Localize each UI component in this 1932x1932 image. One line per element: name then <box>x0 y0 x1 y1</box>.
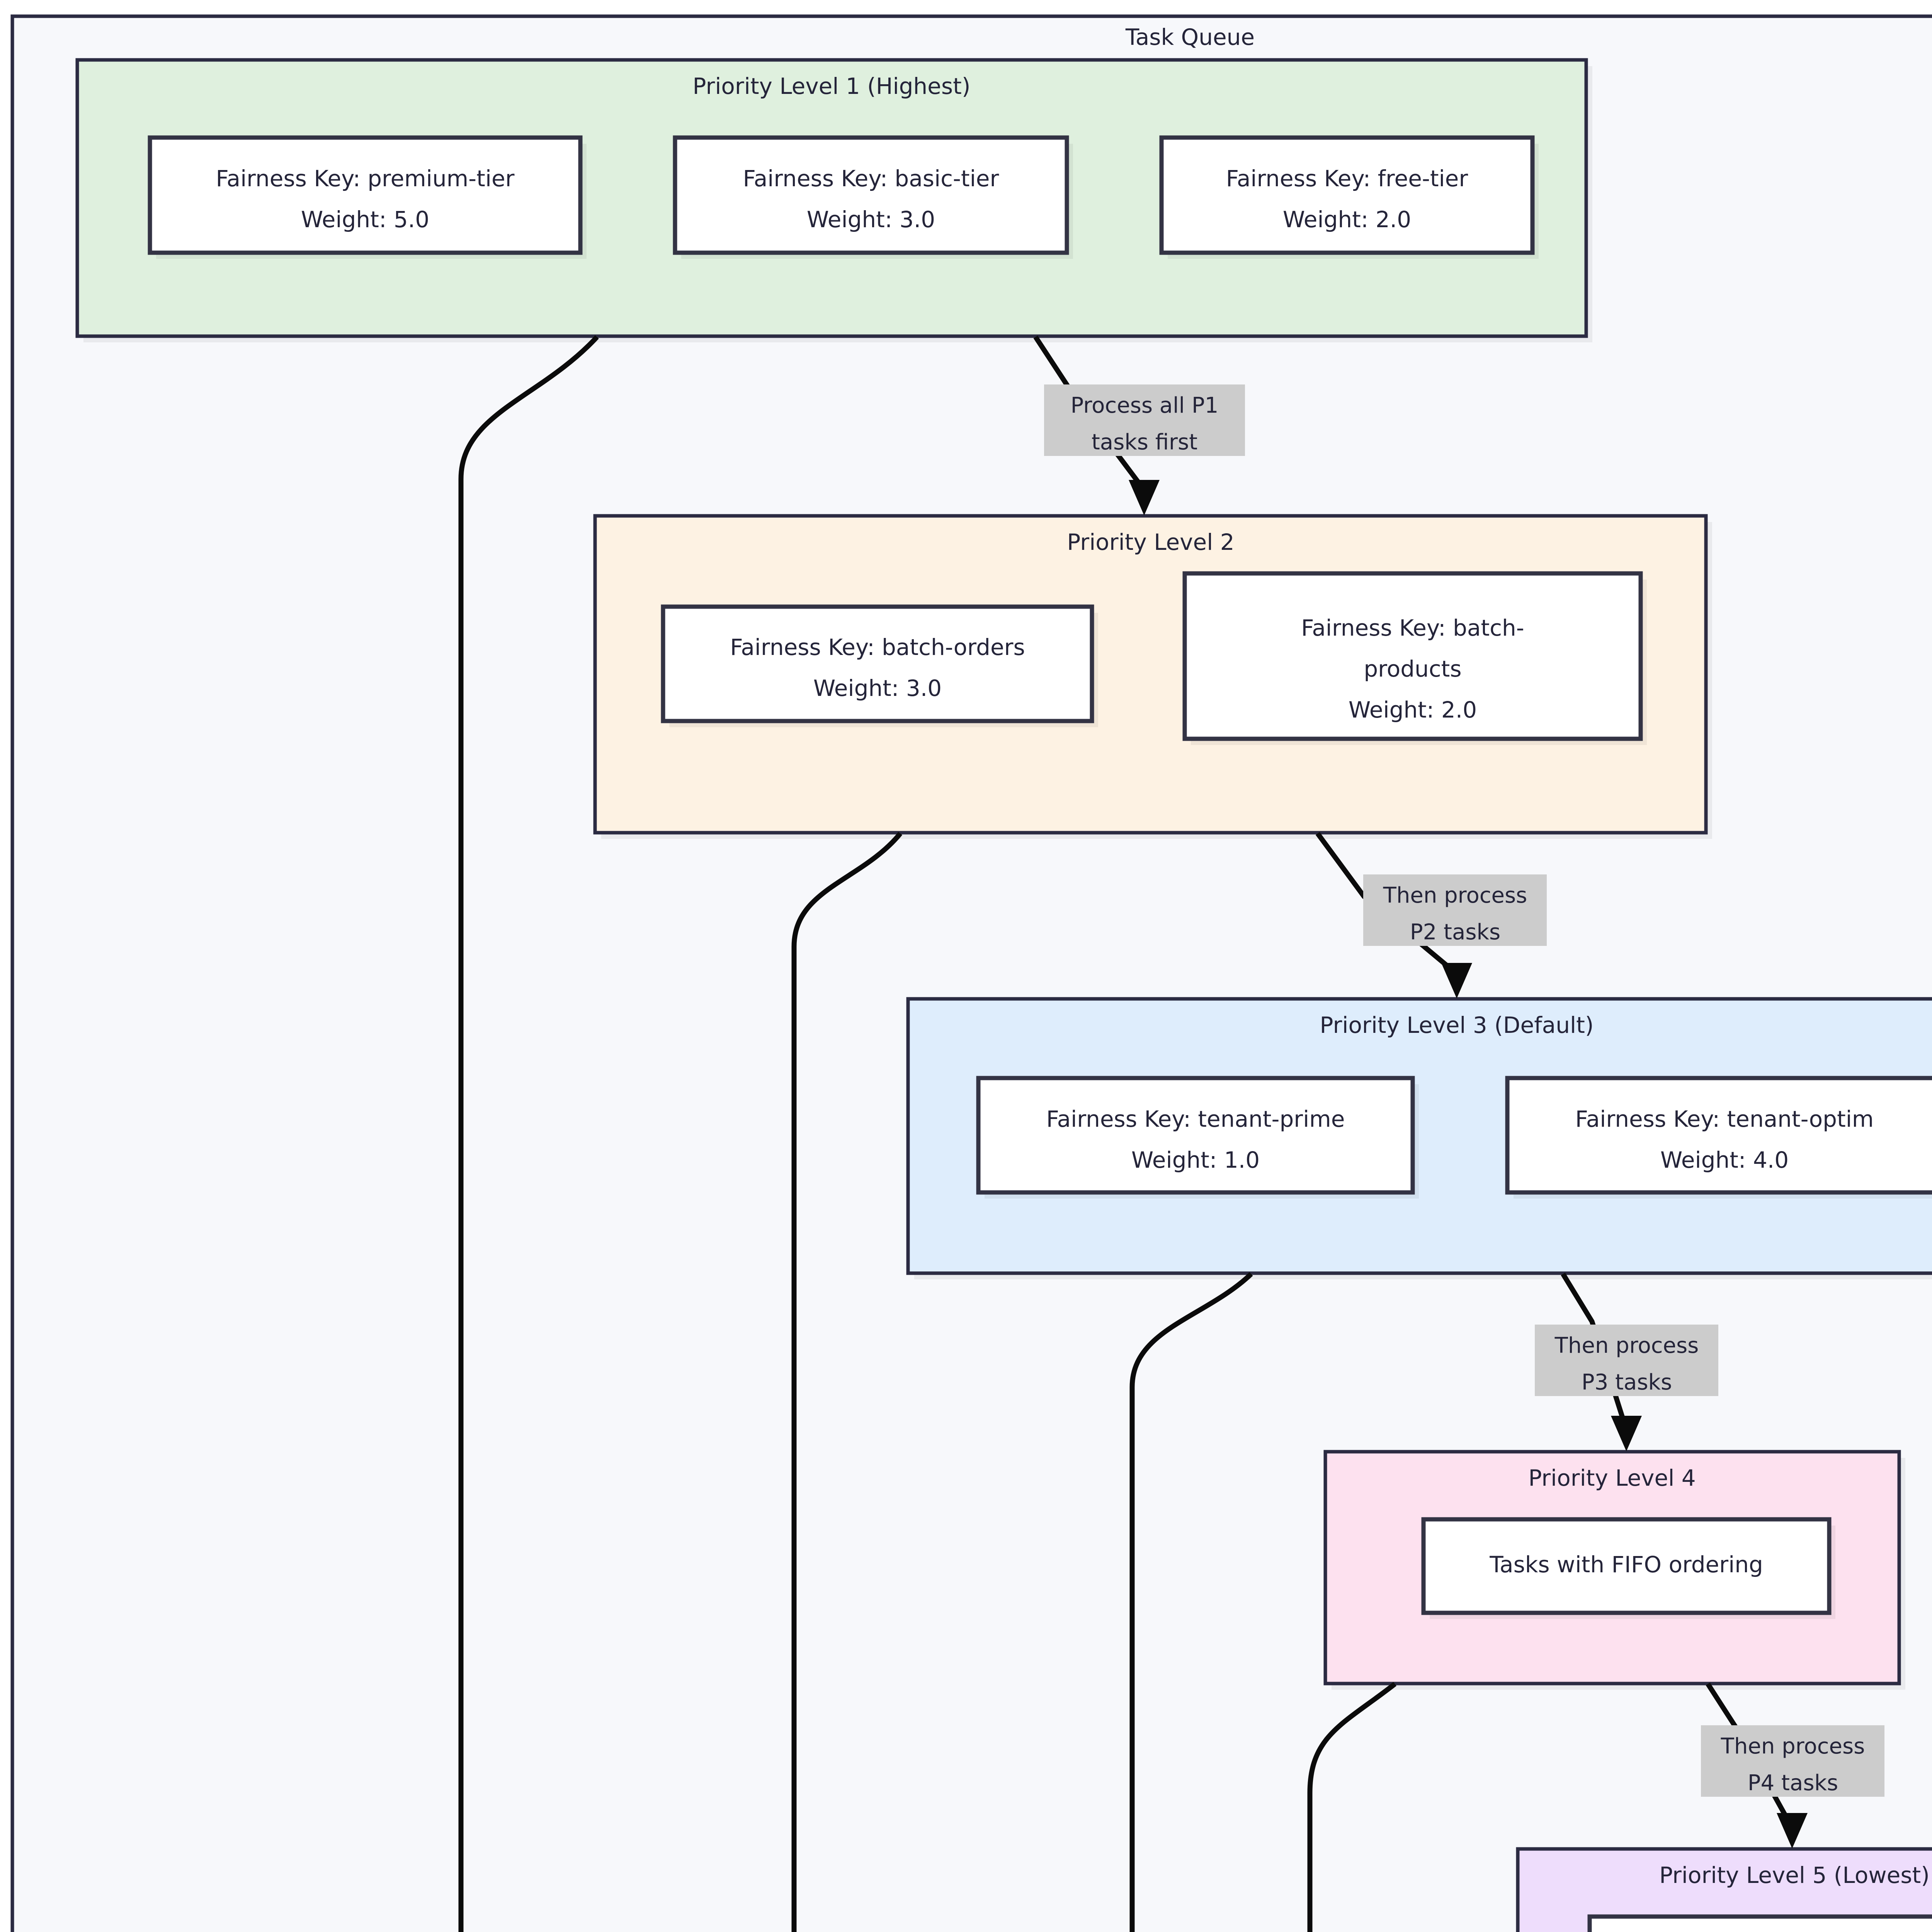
node-rect <box>673 135 1069 255</box>
node-rect <box>1159 135 1535 255</box>
edge-label-line-1: Process all P1 <box>1071 393 1219 418</box>
priority-level-3-label: Priority Level 3 (Default) <box>1320 1012 1594 1038</box>
node-line-3: Weight: 2.0 <box>1349 697 1477 723</box>
edge-p1-to-workers <box>458 335 599 1932</box>
edge-label-p3-p4: Then process P3 tasks <box>1535 1325 1718 1396</box>
cluster-priority-level-4: Priority Level 4 Tasks with FIFO orderin… <box>1323 1450 1905 1690</box>
node-line-2: Weight: 4.0 <box>1660 1147 1789 1173</box>
node-line-2: Weight: 3.0 <box>813 675 942 701</box>
task-queue-label: Task Queue <box>1125 24 1255 50</box>
node-line-2: Weight: 5.0 <box>301 206 429 233</box>
node-rect <box>661 604 1094 723</box>
node-p3-tenant-optim[interactable]: Fairness Key: tenant-optim Weight: 4.0 <box>1505 1076 1932 1199</box>
node-p1-premium-tier[interactable]: Fairness Key: premium-tier Weight: 5.0 <box>148 135 587 259</box>
node-p2-batch-orders[interactable]: Fairness Key: batch-orders Weight: 3.0 <box>661 604 1098 727</box>
node-line-2: Weight: 2.0 <box>1283 206 1411 233</box>
edge-p3-to-workers <box>1129 1272 1253 1932</box>
edge-p2-to-workers <box>791 832 903 1932</box>
node-p4-fifo[interactable]: Tasks with FIFO ordering <box>1421 1517 1835 1619</box>
edge-label-line-1: Then process <box>1721 1734 1865 1759</box>
edge-label-line-2: tasks first <box>1092 430 1197 455</box>
node-rect <box>1505 1076 1932 1195</box>
node-line-1: Tasks with FIFO ordering <box>1489 1551 1763 1578</box>
cluster-priority-level-2: Priority Level 2 Fairness Key: batch-ord… <box>593 514 1712 839</box>
node-rect <box>976 1076 1415 1195</box>
node-rect <box>1421 1517 1832 1615</box>
node-rect <box>148 135 583 255</box>
edge-label-p1-p2: Process all P1 tasks first <box>1044 384 1245 456</box>
node-line-2: products <box>1364 656 1461 682</box>
node-p1-basic-tier[interactable]: Fairness Key: basic-tier Weight: 3.0 <box>673 135 1073 259</box>
edge-label-line-1: Then process <box>1383 883 1527 908</box>
priority-level-4-label: Priority Level 4 <box>1528 1465 1696 1491</box>
edge-label-line-2: P3 tasks <box>1582 1370 1672 1395</box>
priority-level-5-label: Priority Level 5 (Lowest) <box>1659 1862 1930 1888</box>
node-p2-batch-products[interactable]: Fairness Key: batch- products Weight: 2.… <box>1182 571 1647 745</box>
cluster-priority-level-1: Priority Level 1 (Highest) Fairness Key:… <box>75 58 1592 342</box>
priority-level-2-label: Priority Level 2 <box>1067 529 1234 555</box>
edge-label-line-1: Then process <box>1554 1333 1699 1358</box>
edge-label-p4-p5: Then process P4 tasks <box>1701 1725 1884 1797</box>
cluster-priority-level-3: Priority Level 3 (Default) Fairness Key:… <box>906 997 1932 1279</box>
node-line-1: Fairness Key: batch-orders <box>730 634 1025 660</box>
node-p1-free-tier[interactable]: Fairness Key: free-tier Weight: 2.0 <box>1159 135 1539 259</box>
edge-label-line-2: P2 tasks <box>1410 920 1500 945</box>
node-line-1: Fairness Key: premium-tier <box>216 165 514 192</box>
node-line-2: Weight: 1.0 <box>1131 1147 1260 1173</box>
edge-p4-to-workers <box>1307 1682 1397 1932</box>
priority-level-1-label: Priority Level 1 (Highest) <box>693 73 971 99</box>
node-line-1: Fairness Key: batch- <box>1301 615 1524 641</box>
node-line-1: Fairness Key: tenant-prime <box>1046 1106 1345 1132</box>
cluster-priority-level-5: Priority Level 5 (Lowest) Tasks with FIF… <box>1516 1847 1932 1932</box>
node-line-1: Fairness Key: tenant-optim <box>1575 1106 1874 1132</box>
node-rect <box>1587 1914 1932 1932</box>
node-line-1: Fairness Key: free-tier <box>1226 165 1468 192</box>
node-line-2: Weight: 3.0 <box>807 206 935 233</box>
node-rect <box>1182 571 1643 741</box>
node-p3-tenant-prime[interactable]: Fairness Key: tenant-prime Weight: 1.0 <box>976 1076 1419 1199</box>
node-line-1: Fairness Key: basic-tier <box>743 165 999 192</box>
edge-label-line-2: P4 tasks <box>1748 1770 1838 1796</box>
node-p5-fifo[interactable]: Tasks with FIFO ordering <box>1587 1914 1932 1932</box>
edge-label-p2-p3: Then process P2 tasks <box>1363 874 1547 946</box>
